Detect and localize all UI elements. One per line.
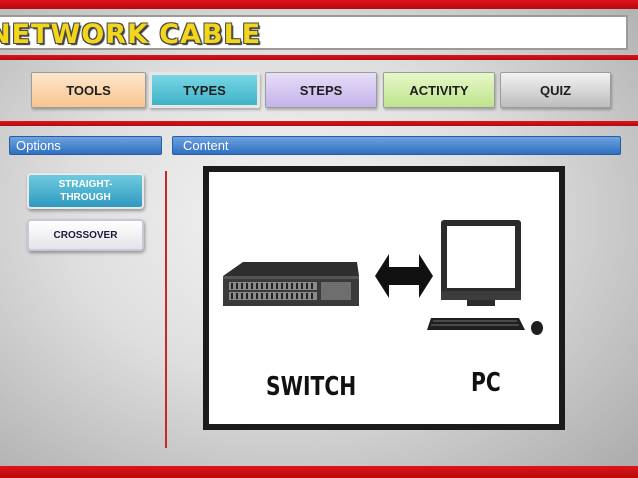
- content-header: Content: [172, 136, 621, 155]
- double-arrow-icon: [375, 254, 433, 298]
- pc-caption: PC: [471, 368, 501, 398]
- title-red-band: [0, 55, 638, 60]
- top-red-band: [0, 0, 638, 9]
- tab-types[interactable]: TYPES: [149, 72, 260, 108]
- diagram-canvas: SWITCH PC: [209, 172, 559, 424]
- title-bar: NETWORK CABLE: [0, 15, 628, 50]
- tab-quiz[interactable]: QUIZ: [500, 72, 611, 108]
- vertical-divider: [165, 171, 167, 448]
- option-crossover-button[interactable]: CROSSOVER: [27, 219, 144, 251]
- tab-tools[interactable]: TOOLS: [31, 72, 146, 108]
- bottom-red-band: [0, 466, 638, 478]
- switch-caption: SWITCH: [266, 372, 357, 402]
- mouse-icon: [531, 321, 543, 335]
- content-image-frame: SWITCH PC: [203, 166, 565, 430]
- option-straight-through-button[interactable]: STRAIGHT-THROUGH: [27, 173, 144, 209]
- page-title: NETWORK CABLE: [0, 19, 262, 50]
- tab-steps[interactable]: STEPS: [265, 72, 377, 108]
- pc-monitor-icon: [441, 220, 521, 306]
- options-header: Options: [9, 136, 162, 155]
- tab-activity[interactable]: ACTIVITY: [383, 72, 495, 108]
- nav-red-band: [0, 121, 638, 126]
- network-switch-icon: [223, 262, 359, 306]
- keyboard-icon: [427, 318, 525, 330]
